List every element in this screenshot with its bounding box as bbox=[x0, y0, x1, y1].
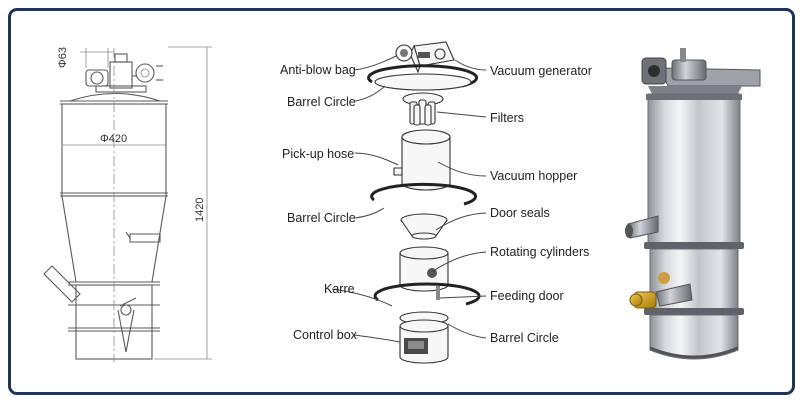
label-vacuum-generator: Vacuum generator bbox=[490, 64, 592, 78]
control-box-part bbox=[399, 311, 449, 364]
bottom-cylinder bbox=[649, 314, 739, 360]
vacuum-generator-part bbox=[395, 41, 455, 74]
top-fittings bbox=[85, 53, 163, 93]
label-feeding-door: Feeding door bbox=[490, 289, 564, 303]
label-rotating-cylinders: Rotating cylinders bbox=[490, 245, 589, 259]
label-pick-up-hose: Pick-up hose bbox=[282, 147, 354, 161]
product-render bbox=[625, 48, 761, 360]
lid-outline bbox=[69, 92, 161, 102]
label-door-seals: Door seals bbox=[490, 206, 550, 220]
door-seals-part bbox=[400, 213, 448, 240]
height-dimension: 1420 bbox=[194, 198, 206, 222]
feed-pipe bbox=[655, 283, 693, 307]
filters-part bbox=[409, 99, 436, 126]
barrel-circle-ring-3 bbox=[373, 282, 481, 306]
label-filters: Filters bbox=[490, 111, 524, 125]
angled-inlet-outline bbox=[43, 265, 81, 303]
label-karre: Karre bbox=[324, 282, 355, 296]
rotating-cylinder-part bbox=[399, 246, 449, 300]
barrel-circle-ring-2 bbox=[370, 182, 478, 206]
label-barrel-circle-3: Barrel Circle bbox=[490, 331, 559, 345]
top-vacuum-unit bbox=[641, 48, 761, 94]
label-vacuum-hopper: Vacuum hopper bbox=[490, 169, 577, 183]
leader-lines bbox=[331, 55, 487, 343]
label-anti-blow-bag: Anti-blow bag bbox=[280, 63, 356, 77]
main-cylinder bbox=[647, 93, 741, 245]
vacuum-hopper-part bbox=[393, 129, 451, 191]
technical-drawing: Φ63 Φ420 1420 bbox=[43, 46, 212, 362]
inlet-dimension: Φ63 bbox=[57, 47, 69, 68]
diameter-dimension: Φ420 bbox=[100, 133, 127, 145]
label-barrel-circle-2: Barrel Circle bbox=[287, 211, 356, 225]
exploded-view: Anti-blow bag Vacuum generator Barrel Ci… bbox=[280, 41, 592, 364]
label-control-box: Control box bbox=[293, 328, 358, 342]
label-barrel-circle-1: Barrel Circle bbox=[287, 95, 356, 109]
barrel-circle-ring-1 bbox=[367, 64, 479, 88]
